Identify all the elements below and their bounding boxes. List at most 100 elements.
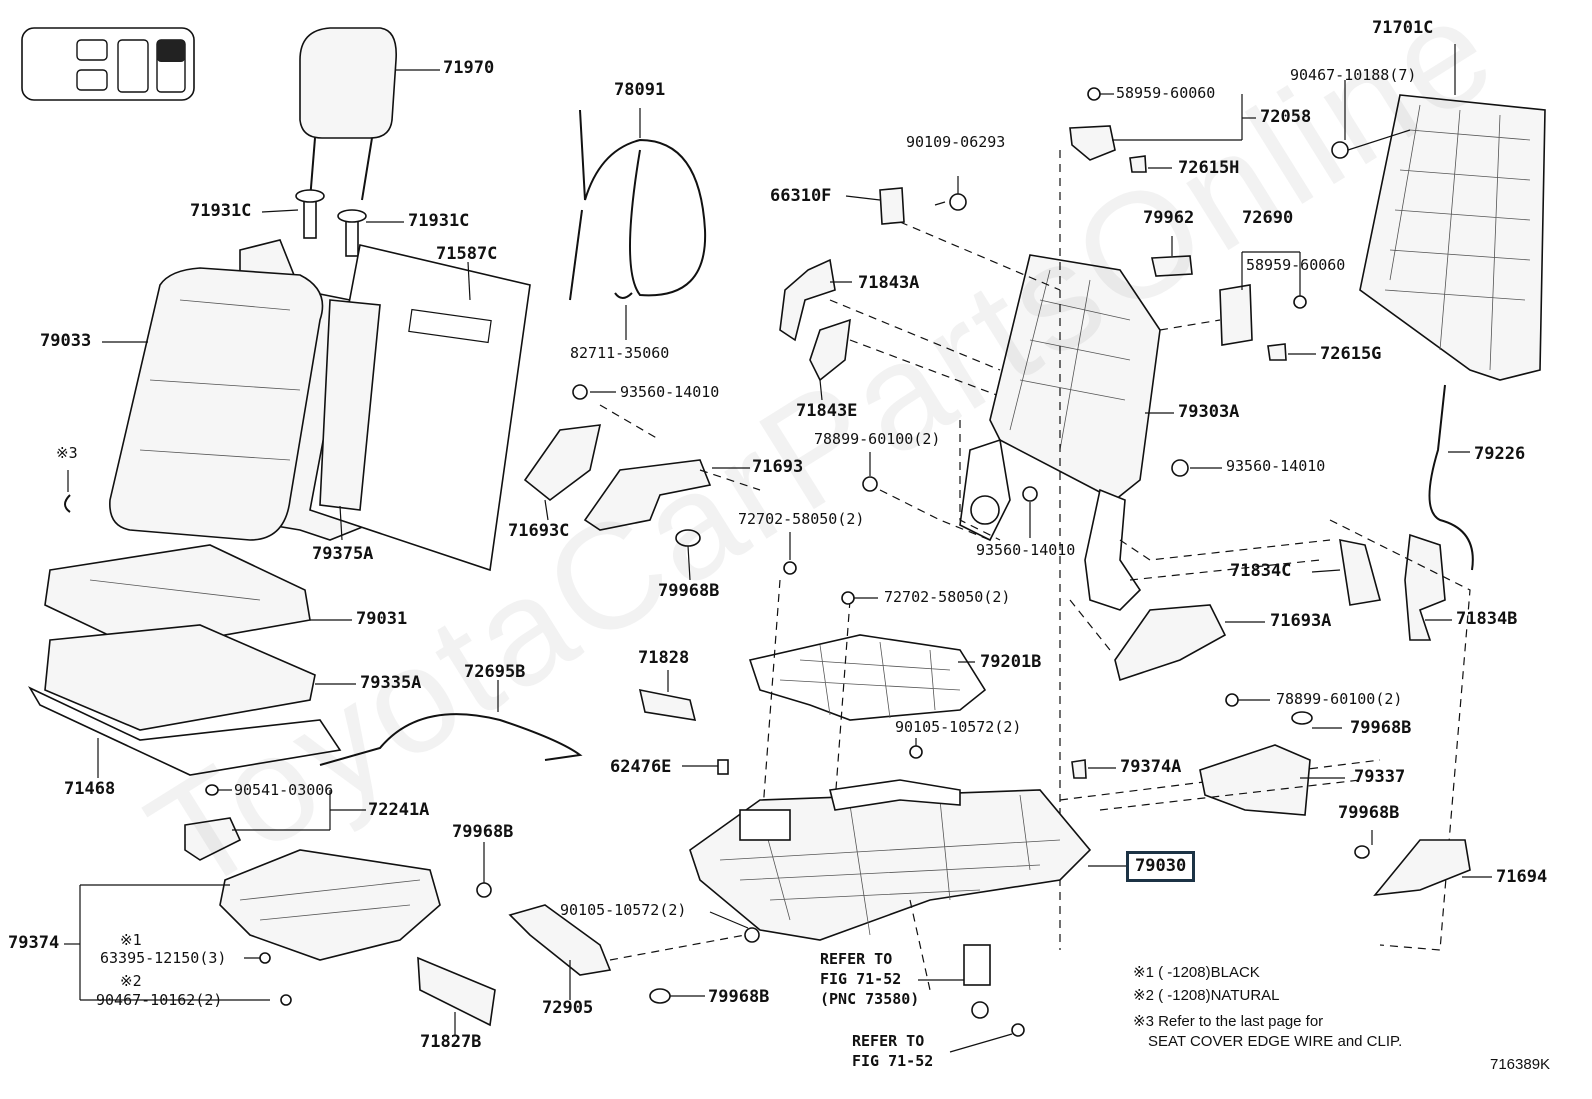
part-label-79335a[interactable]: 79335A: [360, 673, 422, 693]
note-1: ※1 ( -1208)BLACK: [1133, 964, 1260, 981]
hinge-cover-part: [523, 384, 761, 531]
assembly-dashed-lines: [879, 420, 1361, 811]
refer-2-line2[interactable]: FIG 71-52: [852, 1052, 934, 1070]
seat-cushion-cover-part: [44, 544, 352, 651]
part-label-79201b[interactable]: 79201B: [980, 652, 1042, 672]
part-label-71931c-left[interactable]: 71931C: [190, 201, 252, 221]
part-label-79962[interactable]: 79962: [1143, 208, 1195, 228]
part-label-71843e[interactable]: 71843E: [796, 401, 858, 421]
hinge-cover-inner-part: [779, 258, 1011, 401]
part-label-72690[interactable]: 72690: [1242, 208, 1294, 228]
part-label-71970[interactable]: 71970: [443, 58, 495, 78]
part-label-93560-14010-b[interactable]: 93560-14010: [1226, 457, 1326, 475]
part-label-93560-14010-c[interactable]: 93560-14010: [976, 541, 1076, 559]
seatback-board-rear-part: [1331, 44, 1546, 381]
clip-62476e-part: [682, 759, 729, 775]
part-label-62476e[interactable]: 62476E: [610, 757, 672, 777]
part-label-72702-58050-b[interactable]: 72702-58050(2): [884, 588, 1011, 606]
part-label-63395-12150[interactable]: 63395-12150(3): [100, 949, 227, 967]
lock-cover-part: [1151, 236, 1316, 361]
part-label-79968b-a[interactable]: 79968B: [658, 581, 720, 601]
part-label-71931c-right[interactable]: 71931C: [408, 211, 470, 231]
part-label-72695b[interactable]: 72695B: [464, 662, 526, 682]
cover-72905-part: [476, 842, 760, 1004]
part-label-71701c[interactable]: 71701C: [1372, 18, 1434, 38]
seatback-cover-part: [102, 267, 324, 541]
fastener-markers: [783, 452, 1222, 759]
part-label-79968b-e[interactable]: 79968B: [708, 987, 770, 1007]
cover-71827b-part: [417, 956, 496, 1035]
part-label-72905[interactable]: 72905: [542, 998, 594, 1018]
part-label-71828[interactable]: 71828: [638, 648, 690, 668]
part-label-71834c[interactable]: 71834C: [1230, 561, 1292, 581]
part-label-90467-10188[interactable]: 90467-10188(7): [1290, 66, 1417, 84]
cushion-bottom-cover-part: [64, 849, 441, 1006]
note-3-line2: SEAT COVER EDGE WIRE and CLIP.: [1148, 1033, 1403, 1050]
part-label-79337[interactable]: 79337: [1354, 767, 1406, 787]
part-label-79968b-b[interactable]: 79968B: [1350, 718, 1412, 738]
part-label-90467-10162[interactable]: 90467-10162(2): [96, 991, 223, 1009]
part-label-71843a[interactable]: 71843A: [858, 273, 920, 293]
cover-79337-part: [1199, 711, 1345, 816]
part-label-72615g[interactable]: 72615G: [1320, 344, 1382, 364]
seatback-panel-part: [319, 299, 381, 541]
part-label-58959-60060-a[interactable]: 58959-60060: [1116, 84, 1216, 102]
part-label-79303a[interactable]: 79303A: [1178, 402, 1240, 422]
part-label-71468[interactable]: 71468: [64, 779, 116, 799]
part-label-90541-03006[interactable]: 90541-03006: [234, 781, 334, 799]
part-label-71827b[interactable]: 71827B: [420, 1032, 482, 1052]
refer-2-line1[interactable]: REFER TO: [852, 1032, 925, 1050]
part-label-82711-35060[interactable]: 82711-35060: [570, 344, 670, 362]
part-label-71693c[interactable]: 71693C: [508, 521, 570, 541]
cushion-frame-part: [748, 579, 987, 871]
hinge-cover-right-part: [1069, 599, 1270, 707]
part-label-90105-10572-a[interactable]: 90105-10572(2): [895, 718, 1022, 736]
part-label-90109-06293[interactable]: 90109-06293: [906, 133, 1006, 151]
part-label-79968b-c[interactable]: 79968B: [452, 822, 514, 842]
part-label-79031[interactable]: 79031: [356, 609, 408, 629]
seat-track-assembly-part: [689, 759, 1381, 991]
part-label-72615h[interactable]: 72615H: [1178, 158, 1240, 178]
part-label-72702-58050-a[interactable]: 72702-58050(2): [738, 510, 865, 528]
part-label-72058[interactable]: 72058: [1260, 107, 1312, 127]
refer-1-line2[interactable]: FIG 71-52: [820, 970, 902, 988]
part-label-79030[interactable]: 79030: [1126, 851, 1196, 882]
part-label-71587c[interactable]: 71587C: [436, 244, 498, 264]
part-label-79375a[interactable]: 79375A: [312, 544, 374, 564]
part-label-71693a[interactable]: 71693A: [1270, 611, 1332, 631]
part-label-79033[interactable]: 79033: [40, 331, 92, 351]
cap-part: [675, 529, 701, 581]
hinge-cover-rear-part: [1119, 519, 1471, 951]
figure-code: 716389K: [1490, 1056, 1551, 1073]
cover-72241a-part: [184, 784, 366, 861]
part-label-79226[interactable]: 79226: [1474, 444, 1526, 464]
part-label-71834b[interactable]: 71834B: [1456, 609, 1518, 629]
seat-cushion-pad-part: [44, 624, 356, 731]
part-label-78899-60100-b[interactable]: 78899-60100(2): [1276, 690, 1403, 708]
part-label-79374[interactable]: 79374: [8, 933, 60, 953]
refer-1-line1[interactable]: REFER TO: [820, 950, 893, 968]
refer-1-line3: (PNC 73580): [820, 990, 920, 1008]
part-label-78091[interactable]: 78091: [614, 80, 666, 100]
part-label-58959-60060-b[interactable]: 58959-60060: [1246, 256, 1346, 274]
note-2: ※2 ( -1208)NATURAL: [1133, 987, 1280, 1004]
part-label-72241a[interactable]: 72241A: [368, 800, 430, 820]
part-label-71693[interactable]: 71693: [752, 457, 804, 477]
part-label-79374a[interactable]: 79374A: [1120, 757, 1182, 777]
frame-bracket-part: [638, 670, 697, 721]
part-label-71694[interactable]: 71694: [1496, 867, 1548, 887]
part-label-79968b-d[interactable]: 79968B: [1338, 803, 1400, 823]
lock-bracket-part: [1059, 87, 1256, 950]
release-cable-part: [569, 108, 707, 340]
part-label-90105-10572-b[interactable]: 90105-10572(2): [560, 901, 687, 919]
marker-1: ※1: [120, 931, 142, 949]
part-label-93560-14010-a[interactable]: 93560-14010: [620, 383, 720, 401]
part-label-66310f[interactable]: 66310F: [770, 186, 832, 206]
marker-2: ※2: [120, 972, 142, 990]
clip-79374a-part: [1071, 759, 1116, 779]
headrest-guide-parts: [261, 189, 404, 257]
part-label-78899-60100-a[interactable]: 78899-60100(2): [814, 430, 941, 448]
seat-belt-buckle-part: [918, 944, 1025, 1053]
